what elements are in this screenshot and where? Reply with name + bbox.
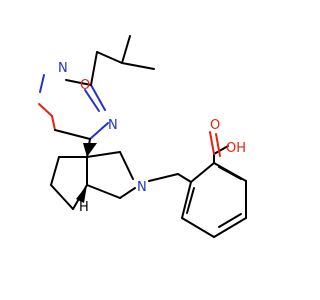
bond xyxy=(90,51,98,86)
stereo-bonds xyxy=(76,143,97,203)
bond xyxy=(50,184,74,210)
bond xyxy=(86,151,121,158)
benzyl-linker xyxy=(148,173,192,183)
bond xyxy=(181,217,215,238)
wedge-bond xyxy=(83,143,97,157)
atom-labels: O N N N O OH H xyxy=(58,61,246,215)
bond xyxy=(89,122,109,140)
bond xyxy=(121,62,155,70)
bond xyxy=(90,84,106,111)
bond xyxy=(38,103,53,117)
bicyclic-core xyxy=(50,138,136,210)
bond xyxy=(50,156,60,186)
bond xyxy=(186,187,195,214)
bond xyxy=(181,181,192,219)
bond xyxy=(215,133,221,157)
bond xyxy=(119,151,134,180)
wedge-bond xyxy=(76,185,87,203)
bond xyxy=(39,74,45,93)
isopropyl-group xyxy=(90,35,155,86)
bond xyxy=(190,162,215,183)
acid-carbonyl-o-label: O xyxy=(210,118,220,133)
bond xyxy=(177,173,192,183)
bond xyxy=(218,166,242,180)
bond xyxy=(65,79,92,86)
oxadiazole-o-label: O xyxy=(80,78,90,93)
pyrrolidine-n-label: N xyxy=(137,180,147,195)
bond xyxy=(84,89,100,112)
structure-svg: O N N N O OH H xyxy=(38,35,247,238)
oxadiazole-n-right-label: N xyxy=(108,118,118,133)
oxadiazole-n-top-label: N xyxy=(58,61,68,76)
bond xyxy=(209,131,215,155)
stereo-h-label: H xyxy=(79,200,89,215)
bond xyxy=(121,35,131,64)
bond xyxy=(213,145,229,155)
bond xyxy=(96,51,123,64)
bond xyxy=(51,115,56,131)
bond xyxy=(54,129,91,140)
benzene-ring xyxy=(181,162,247,238)
bond xyxy=(213,217,247,238)
bond xyxy=(119,187,136,199)
acid-oh-label: OH xyxy=(226,141,246,156)
carboxylic-acid xyxy=(209,131,229,164)
bond xyxy=(218,213,242,228)
oxadiazole-ring xyxy=(38,74,109,140)
molecule-canvas: O N N N O OH H xyxy=(38,35,247,238)
bond xyxy=(148,173,179,182)
bond xyxy=(86,184,121,199)
